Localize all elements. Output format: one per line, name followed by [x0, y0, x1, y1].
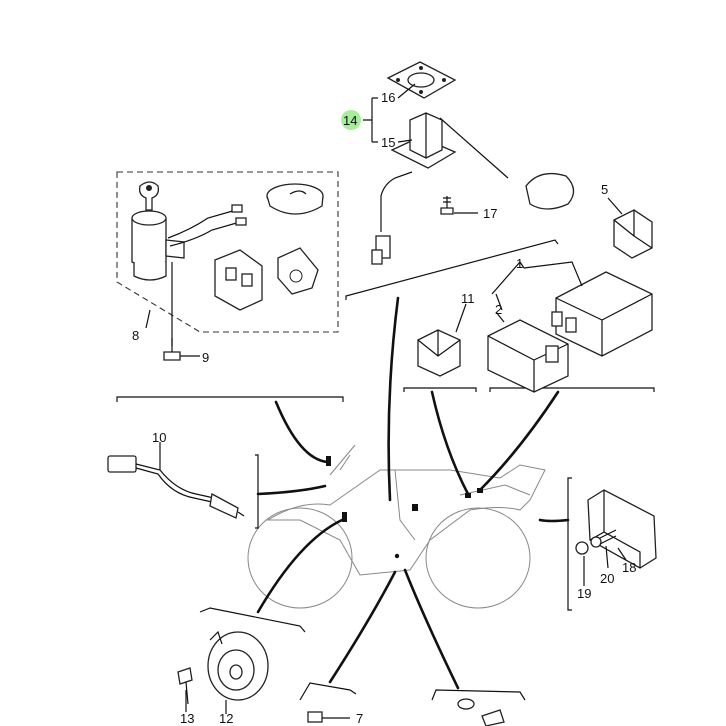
- callout-17[interactable]: 17: [483, 206, 497, 221]
- bottom-right-part: [457, 698, 505, 726]
- callout-13[interactable]: 13: [180, 711, 194, 726]
- relay-5: [613, 209, 653, 259]
- callout-16[interactable]: 16: [381, 90, 395, 105]
- control-units-1-2: [487, 271, 653, 393]
- leader-lines: [256, 296, 570, 690]
- bolt-9: [163, 351, 181, 361]
- callout-18[interactable]: 18: [622, 560, 636, 575]
- callout-7[interactable]: 7: [356, 711, 363, 726]
- callout-5[interactable]: 5: [601, 182, 608, 197]
- bolt-17: [440, 207, 454, 215]
- callout-labels: 14 16 15 17 5 1 2 11 8 9 10 18 20 19 13 …: [132, 90, 636, 726]
- fuel-sender-assembly: [371, 61, 575, 265]
- group-frames: [116, 239, 655, 701]
- callout-9[interactable]: 9: [202, 350, 209, 365]
- callout-15[interactable]: 15: [381, 135, 395, 150]
- horn-12: [177, 630, 269, 705]
- reflector-18: [575, 489, 657, 569]
- callout-14[interactable]: 14: [343, 113, 357, 128]
- callout-10[interactable]: 10: [152, 430, 166, 445]
- unit-2: [487, 319, 569, 393]
- callout-8[interactable]: 8: [132, 328, 139, 343]
- connector-11: [417, 329, 461, 377]
- ecu-1: [555, 271, 653, 357]
- callout-19[interactable]: 19: [577, 586, 591, 601]
- callout-11[interactable]: 11: [461, 291, 475, 306]
- sensor-10: [107, 455, 245, 519]
- bolt-7: [307, 711, 323, 723]
- highlight-callout-14: [341, 110, 361, 130]
- callout-leaders: [145, 83, 627, 719]
- bolt-13: [177, 667, 193, 685]
- callout-12[interactable]: 12: [219, 711, 233, 726]
- callout-1[interactable]: 1: [516, 256, 523, 271]
- ignition-set: [116, 171, 339, 361]
- callout-2[interactable]: 2: [495, 302, 502, 317]
- motorcycle-outline: [247, 444, 546, 609]
- callout-20[interactable]: 20: [600, 571, 614, 586]
